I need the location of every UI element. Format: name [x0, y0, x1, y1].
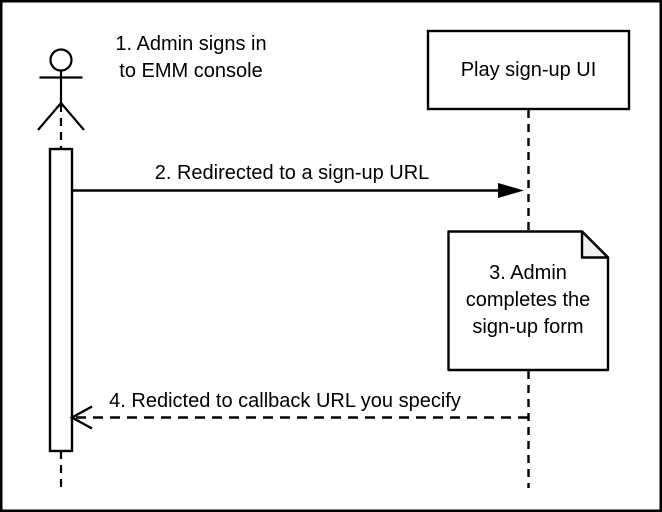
actor-left-leg-icon [37, 102, 62, 131]
actor-icon [37, 48, 85, 131]
message-4-label: 4. Redicted to callback URL you specify [109, 390, 461, 412]
note-shape [447, 230, 610, 372]
participant-box-label: Play sign-up UI [460, 59, 597, 81]
activation-bar [48, 147, 74, 453]
actor-right-leg-icon [60, 102, 85, 131]
note-label: 3. Admin completes the sign-up form [465, 262, 591, 338]
message-2-label: 2. Redirected to a sign-up URL [154, 162, 430, 184]
actor-head-icon [49, 48, 73, 72]
note-fold-icon [580, 230, 610, 259]
message-2-arrowhead-icon [498, 183, 524, 198]
message-4-arrowhead-icon [69, 405, 93, 430]
actor-annotation-label: 1. Admin signs in to EMM console [115, 33, 267, 82]
participant-box [426, 29, 631, 111]
